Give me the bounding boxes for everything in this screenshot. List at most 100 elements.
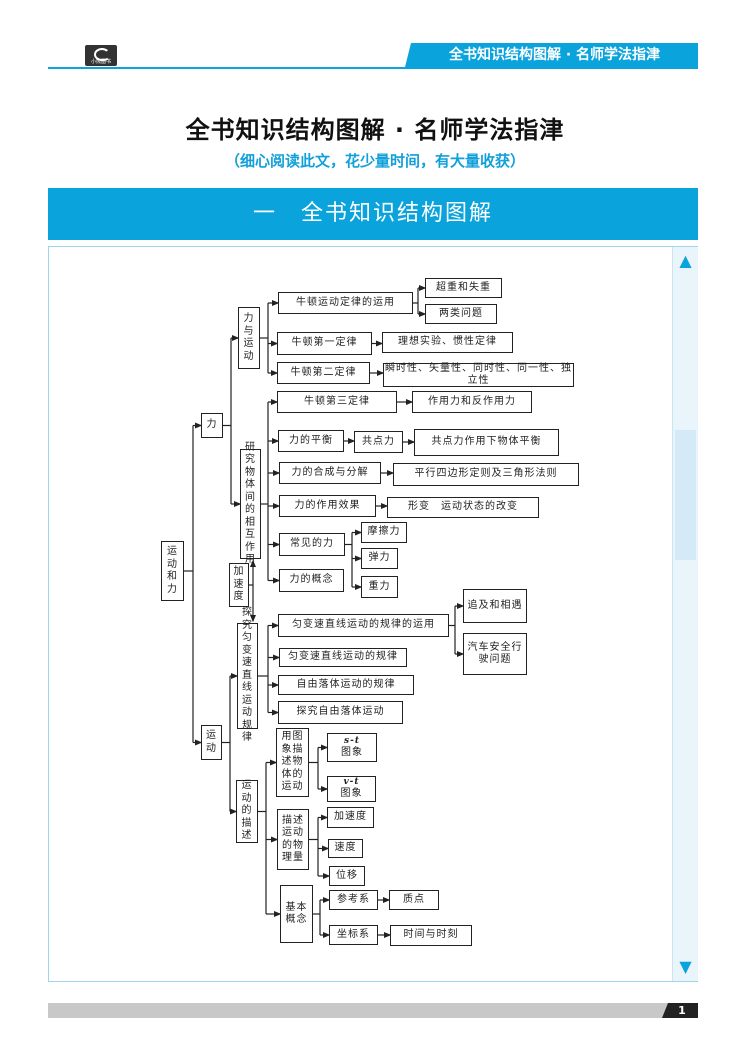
node-label: 匀变速直线运动的规律的运用: [292, 619, 435, 631]
node-nd1: 牛顿第一定律: [277, 332, 372, 355]
node-nd3: 牛顿第三定律: [277, 391, 397, 413]
node-label: 运动的描述: [241, 780, 253, 842]
node-label: 参考系: [337, 893, 370, 905]
node-label: 两类问题: [439, 307, 483, 319]
node-sudu: 速度: [328, 839, 363, 858]
node-label: 力的作用效果: [294, 499, 361, 511]
node-label: 平行四边形定则及三角形法则: [414, 468, 558, 480]
node-label: 研究物体间的相互作用: [245, 441, 256, 566]
node-gainian: 力的概念: [279, 569, 344, 592]
node-label: 运动和力: [167, 546, 178, 595]
node-label: 探究匀变速直线运动规律: [242, 607, 253, 744]
node-label: 位移: [336, 869, 358, 881]
scroll-up-icon[interactable]: ▲: [679, 251, 692, 270]
node-label: 力的平衡: [289, 434, 333, 446]
node-ziyou-guilv: 自由落体运动的规律: [278, 675, 414, 695]
node-zhongli: 重力: [361, 576, 398, 598]
node-zhidian: 质点: [389, 890, 439, 910]
node-tuxiang: 用图象描述物体的运动: [276, 728, 309, 797]
logo-text: 小熊图书: [90, 59, 111, 65]
node-pingxing: 平行四边形定则及三角形法则: [393, 463, 579, 486]
node-label: 重力: [368, 580, 391, 592]
node-label: 描述运动的物理量: [282, 814, 304, 864]
page-number: 1: [662, 1003, 698, 1018]
node-gongdian-pingheng: 共点力作用下物体平衡: [414, 429, 559, 456]
node-zhuiji: 追及和相遇: [463, 589, 527, 623]
node-jiasudu-link: 加速度: [229, 563, 249, 607]
node-yb-guilv: 匀变速直线运动的规律: [279, 648, 407, 667]
publisher-logo: 小熊图书: [85, 45, 117, 66]
node-label: 用图象描述物体的运动: [281, 731, 304, 793]
node-label: 力的合成与分解: [291, 466, 369, 478]
scroll-down-icon[interactable]: ▼: [679, 957, 692, 976]
node-changjian: 常见的力: [279, 533, 345, 556]
node-label: 弹力: [368, 552, 391, 564]
node-label: 追及和相遇: [467, 599, 523, 611]
node-li: 力: [201, 413, 223, 438]
scrollbar-thumb[interactable]: [675, 430, 696, 560]
node-nd-yunyong: 牛顿运动定律的运用: [278, 292, 413, 314]
node-tanjiu: 探究匀变速直线运动规律: [237, 607, 258, 743]
node-jiben: 基本概念: [280, 885, 313, 943]
node-label: 形变 运动状态的改变: [408, 501, 518, 513]
node-shijian: 时间与时刻: [390, 925, 472, 946]
node-yanjiu: 研究物体间的相互作用: [240, 442, 261, 565]
node-mocali: 摩擦力: [361, 522, 407, 543]
node-label: 图象: [341, 746, 363, 758]
node-label: 匀变速直线运动的规律: [288, 651, 398, 663]
page-title: 全书知识结构图解 · 名师学法指津: [185, 116, 565, 144]
node-label: 牛顿第三定律: [304, 395, 370, 407]
node-label: 共点力: [362, 435, 395, 447]
node-label: 探究自由落体运动: [296, 706, 385, 718]
node-label: 共点力作用下物体平衡: [431, 436, 542, 448]
node-xingbian: 形变 运动状态的改变: [387, 497, 539, 518]
header-tab-title: 全书知识结构图解 · 名师学法指津: [405, 43, 698, 67]
node-tanjiu-ziyou: 探究自由落体运动: [278, 701, 403, 724]
node-label: 力: [206, 419, 218, 431]
node-label: 加速度: [334, 811, 367, 823]
node-wuliliang: 描述运动的物理量: [277, 809, 309, 870]
node-tanli: 弹力: [361, 548, 398, 569]
node-label: 图象: [340, 788, 363, 800]
node-label: 力与运动: [243, 313, 255, 362]
node-label: 理想实验、惯性定律: [398, 336, 497, 348]
node-jiasudu: 加速度: [327, 807, 374, 828]
node-lixiang: 理想实验、惯性定律: [382, 332, 513, 353]
node-label: 坐标系: [337, 928, 370, 940]
node-label: 自由落体运动的规律: [296, 678, 396, 690]
node-label: 摩擦力: [367, 526, 401, 538]
node-pingheng: 力的平衡: [278, 430, 344, 452]
node-label: 时间与时刻: [403, 929, 459, 941]
header-divider: [48, 67, 698, 69]
node-liyuyundong: 力与运动: [238, 307, 260, 369]
node-nd2: 牛顿第二定律: [277, 362, 370, 384]
node-label: 速度: [334, 842, 357, 854]
node-yb-yunyong: 匀变速直线运动的规律的运用: [278, 614, 449, 637]
node-cankaoxi: 参考系: [329, 890, 378, 910]
node-lianglei: 两类问题: [425, 304, 497, 324]
node-symbol: v-t: [343, 777, 360, 788]
node-label: 力的概念: [289, 574, 334, 586]
node-hecheng: 力的合成与分解: [279, 462, 381, 484]
node-label: 瞬时性、矢量性、同时性、同一性、独立性: [385, 362, 572, 387]
node-label: 常见的力: [290, 538, 334, 550]
node-label: 运动: [206, 730, 217, 754]
node-zuobiaoxi: 坐标系: [329, 925, 378, 945]
node-root: 运动和力: [161, 541, 184, 601]
section-banner: 一 全书知识结构图解: [48, 188, 698, 240]
node-yundong: 运动: [201, 725, 222, 760]
node-gongdianli: 共点力: [354, 431, 403, 453]
node-label: 基本概念: [285, 901, 308, 926]
node-symbol: s-t: [344, 735, 360, 746]
page-subtitle: （细心阅读此文，花少量时间，有大量收获）: [224, 152, 525, 170]
node-zuoyongli: 作用力和反作用力: [412, 391, 532, 413]
footer-bar: [48, 1003, 668, 1018]
node-label: 加速度: [233, 566, 245, 603]
node-label: 牛顿第一定律: [291, 337, 358, 349]
node-label: 牛顿第二定律: [290, 366, 357, 378]
node-xiaoguo: 力的作用效果: [279, 495, 376, 517]
scrollbar[interactable]: ▲ ▼: [672, 247, 698, 981]
node-label: 牛顿运动定律的运用: [296, 296, 395, 308]
